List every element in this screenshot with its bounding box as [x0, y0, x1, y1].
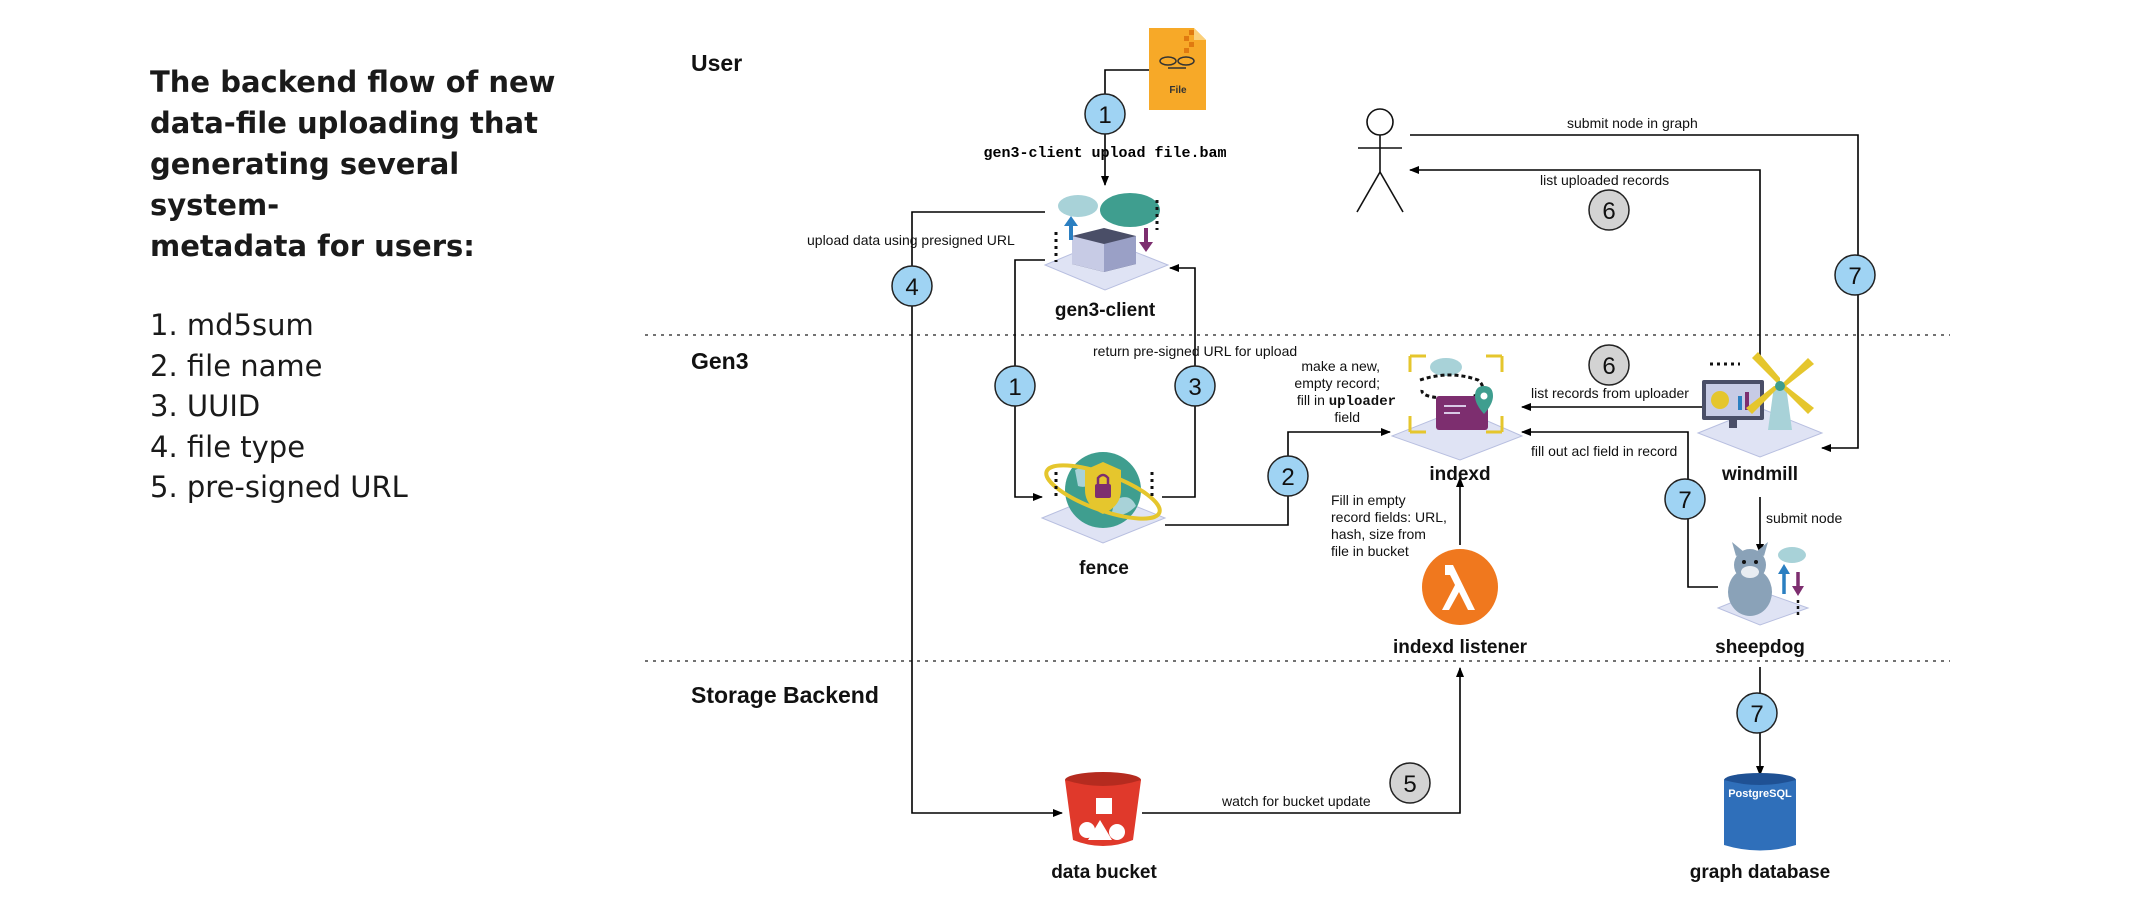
- edge-bucket-to-listener: [1142, 667, 1464, 814]
- edge-label-make-record: field: [1334, 409, 1360, 425]
- data-bucket-label: data bucket: [1051, 862, 1157, 883]
- edge-label-list-uploaded: list uploaded records: [1540, 172, 1669, 188]
- step-badge-number: 5: [1403, 771, 1416, 798]
- edge-label-make-record: empty record;: [1294, 375, 1380, 391]
- edge-label-fill-empty: hash, size from: [1331, 526, 1426, 542]
- indexd-label: indexd: [1429, 464, 1490, 485]
- fence-label: fence: [1079, 558, 1129, 579]
- sheepdog-label: sheepdog: [1715, 637, 1805, 658]
- graph-database-label: graph database: [1690, 862, 1830, 883]
- edge-label-make-record: make a new,: [1301, 358, 1380, 374]
- metadata-list: 1. md5sum 2. file name 3. UUID 4. file t…: [150, 305, 570, 508]
- step-badge: 4: [891, 265, 933, 307]
- section-label-user: User: [691, 50, 742, 76]
- edge-label-fill-empty: file in bucket: [1331, 543, 1409, 559]
- metadata-item: 3. UUID: [150, 389, 261, 423]
- edge-label-upload-presigned: upload data using presigned URL: [807, 232, 1015, 248]
- step-badge-number: 2: [1281, 464, 1294, 491]
- step-badge: 3: [1174, 365, 1216, 407]
- step-badge-number: 4: [905, 274, 918, 301]
- step-badge-number: 6: [1602, 198, 1615, 225]
- step-badge-number: 3: [1188, 374, 1201, 401]
- gen3-client-icon: [1043, 193, 1170, 291]
- edge-label-fill-empty: record fields: URL,: [1331, 509, 1447, 525]
- metadata-item: 1. md5sum: [150, 308, 314, 342]
- edge-label-make-record: fill in uploader: [1297, 392, 1396, 410]
- title-line: The backend flow of new: [150, 65, 556, 99]
- metadata-item: 2. file name: [150, 348, 323, 383]
- edge-file-to-client: [1101, 69, 1152, 186]
- edge-label-make-record-fill: fill in: [1297, 392, 1329, 408]
- section-label-storage: Storage Backend: [691, 682, 879, 708]
- postgres-icon-text: PostgreSQL: [1728, 788, 1792, 800]
- step-badge: 7: [1834, 254, 1876, 296]
- sheepdog-icon: [1716, 542, 1810, 626]
- edge-windmill-to-user: [1409, 166, 1761, 362]
- title-line: data-file uploading that: [150, 106, 538, 140]
- step-badge: 1: [994, 365, 1036, 407]
- step-badge: 5: [1389, 762, 1431, 804]
- metadata-item: 5. pre-signed URL: [150, 470, 408, 504]
- step-badge-number: 7: [1678, 487, 1691, 514]
- fence-icon: [1040, 452, 1167, 544]
- edge-label-return-presigned: return pre-signed URL for upload: [1093, 343, 1297, 359]
- description-title: The backend flow of new data-file upload…: [150, 62, 570, 267]
- step-badge-number: 6: [1602, 353, 1615, 380]
- windmill-label: windmill: [1721, 464, 1798, 485]
- step-badge-number: 7: [1848, 263, 1861, 290]
- step-badge: 6: [1588, 344, 1630, 386]
- file-icon: File: [1149, 28, 1206, 110]
- edge-label-fill-empty: Fill in empty: [1331, 492, 1406, 508]
- lambda-icon: [1422, 549, 1498, 625]
- step-badge: 7: [1664, 478, 1706, 520]
- indexd-icon: [1390, 354, 1524, 461]
- edge-label-list-records-uploader: list records from uploader: [1531, 385, 1689, 401]
- edge-label-submit-node-graph: submit node in graph: [1567, 115, 1698, 131]
- edge-client-to-bucket: [911, 211, 1063, 817]
- edge-label-submit-node: submit node: [1766, 510, 1842, 526]
- title-line: metadata for users:: [150, 229, 475, 263]
- edge-label-fill-acl: fill out acl field in record: [1531, 443, 1677, 459]
- step-badge: 6: [1588, 189, 1630, 231]
- user-icon: [1356, 108, 1404, 213]
- edge-label-watch-bucket: watch for bucket update: [1221, 793, 1371, 809]
- step-badge: 1: [1084, 93, 1126, 135]
- step-badge: 2: [1267, 455, 1309, 497]
- windmill-icon: [1696, 352, 1824, 458]
- file-icon-text: File: [1169, 85, 1187, 96]
- section-label-gen3: Gen3: [691, 348, 749, 374]
- step-badge-number: 1: [1098, 102, 1111, 129]
- s3-bucket-icon: [1065, 772, 1141, 846]
- step-badge-number: 1: [1008, 374, 1021, 401]
- edge-label-uploader-field: uploader: [1329, 394, 1396, 410]
- description-panel: The backend flow of new data-file upload…: [150, 62, 570, 508]
- step-badge-number: 7: [1750, 701, 1763, 728]
- postgres-icon: PostgreSQL: [1724, 773, 1796, 851]
- command-label: gen3-client upload file.bam: [983, 145, 1226, 162]
- step-badge: 7: [1736, 692, 1778, 734]
- indexd-listener-label: indexd listener: [1393, 637, 1528, 658]
- gen3-client-label: gen3-client: [1055, 300, 1156, 321]
- metadata-item: 4. file type: [150, 429, 306, 464]
- title-line: generating several system-: [150, 147, 460, 222]
